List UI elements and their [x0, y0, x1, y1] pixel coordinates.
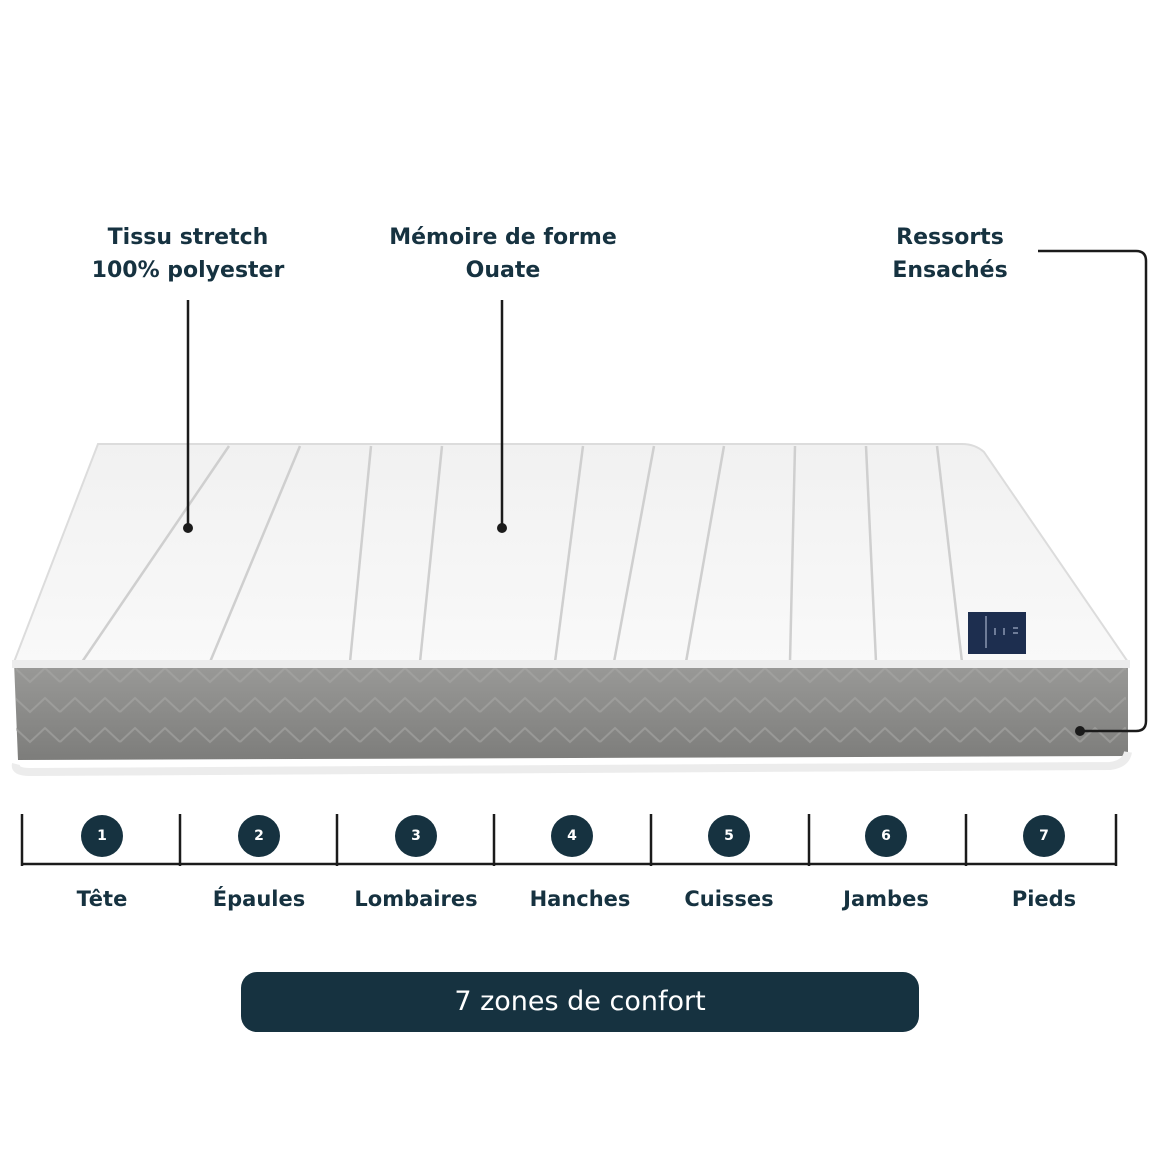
zone-ruler	[20, 814, 1118, 866]
callout-memoire-line1: Mémoire de forme	[389, 225, 617, 250]
zone-label-hanches: Hanches	[529, 887, 631, 911]
quilting-lines	[80, 445, 964, 663]
callout-ressorts-dot	[1075, 726, 1085, 736]
zone-label-jambes: Jambes	[843, 887, 929, 911]
zone-badge-1: 1	[81, 815, 123, 857]
comfort-zones-banner: 7 zones de confort	[241, 972, 919, 1032]
callout-ressorts-line	[1038, 249, 1148, 733]
zone-label-lombaires: Lombaires	[354, 887, 478, 911]
mattress-side-pattern	[16, 668, 1126, 756]
mattress-top	[12, 443, 1130, 663]
zone-badge-6: 6	[865, 815, 907, 857]
callout-tissu-label: Tissu stretch 100% polyester	[60, 221, 316, 287]
zone-badge-2: 2	[238, 815, 280, 857]
zone-label-pieds: Pieds	[1011, 887, 1077, 911]
zone-badge-4: 4	[551, 815, 593, 857]
zone-badge-7: 7	[1023, 815, 1065, 857]
callout-memoire-label: Mémoire de forme Ouate	[360, 221, 646, 287]
callout-tissu-line1: Tissu stretch	[107, 225, 269, 250]
callout-memoire-dot	[497, 523, 507, 533]
zone-label-epaules: Épaules	[212, 887, 306, 911]
callout-tissu-dot	[183, 523, 193, 533]
callout-ressorts-line1: Ressorts	[896, 225, 1004, 250]
callout-tissu-line2: 100% polyester	[91, 258, 285, 283]
callout-memoire-line2: Ouate	[465, 258, 541, 283]
mattress-piping-bottom	[11, 751, 1132, 777]
callout-ressorts-label: Ressorts Ensachés	[860, 221, 1040, 287]
zone-label-cuisses: Cuisses	[684, 887, 774, 911]
zone-badge-5: 5	[708, 815, 750, 857]
zone-badge-3: 3	[395, 815, 437, 857]
callout-ressorts-line2: Ensachés	[892, 258, 1008, 283]
zone-label-tete: Tête	[76, 887, 128, 911]
